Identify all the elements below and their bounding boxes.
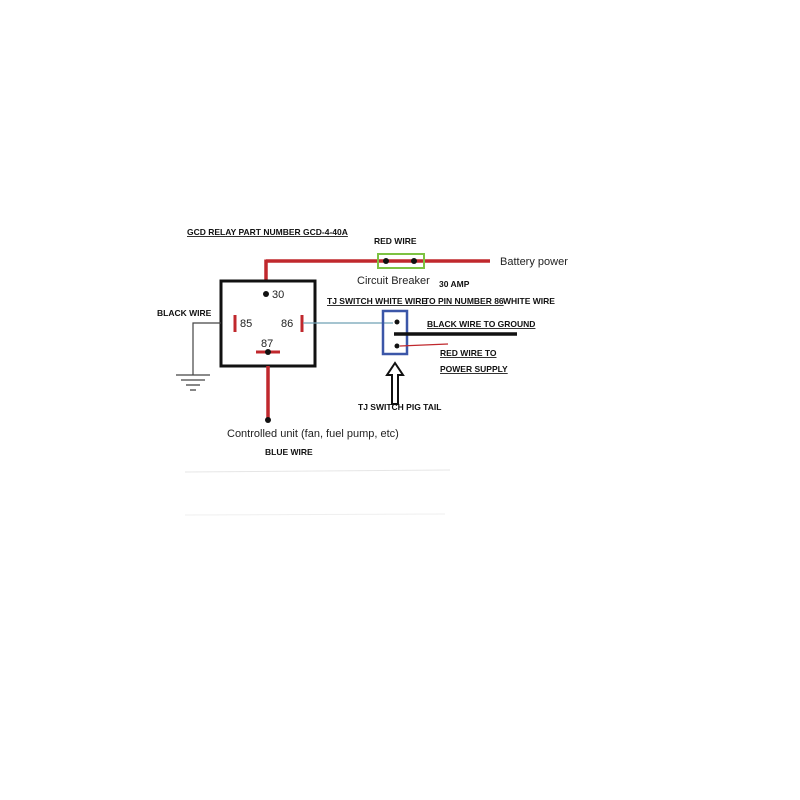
- black-to-ground-label: BLACK WIRE TO GROUND: [427, 319, 535, 329]
- arrow-up-icon: [385, 361, 405, 405]
- switch-terminal-bottom: [394, 343, 400, 349]
- black-wire-label: BLACK WIRE: [157, 308, 212, 318]
- switch-red-wire: [399, 343, 449, 347]
- battery-power-label: Battery power: [500, 256, 568, 268]
- controlled-unit-label: Controlled unit (fan, fuel pump, etc): [227, 428, 399, 440]
- red-to-power-label-1: RED WIRE TO: [440, 348, 497, 358]
- switch-terminal-top: [394, 319, 400, 325]
- pin-87-terminal: [265, 349, 271, 355]
- scan-artifact: [184, 469, 451, 473]
- red-to-power-label-2: POWER SUPPLY: [440, 364, 508, 374]
- tj-white-wire-label: TJ SWITCH WHITE WIRE: [327, 296, 427, 306]
- diagram-title: GCD RELAY PART NUMBER GCD-4-40A: [187, 227, 348, 237]
- breaker-terminal-right: [411, 258, 417, 264]
- scan-artifact: [184, 513, 446, 516]
- circuit-breaker-label: Circuit Breaker: [357, 275, 430, 287]
- pin-85-label: 85: [240, 318, 252, 330]
- pin-86-label: 86: [281, 318, 293, 330]
- blue-wire-label: BLUE WIRE: [265, 447, 313, 457]
- pig-tail-label: TJ SWITCH PIG TAIL: [358, 402, 441, 412]
- circuit-breaker-box: [377, 253, 425, 269]
- red-wire-label: RED WIRE: [374, 236, 417, 246]
- controlled-unit-terminal: [265, 417, 271, 423]
- white-wire-label: WHITE WIRE: [503, 296, 555, 306]
- to-pin-86-label: TO PIN NUMBER 86: [424, 296, 504, 306]
- pin-87-label: 87: [261, 338, 273, 350]
- breaker-terminal-left: [383, 258, 389, 264]
- ground-icon: [176, 374, 210, 391]
- amp-label: 30 AMP: [439, 279, 470, 289]
- pin-30-terminal: [263, 291, 269, 297]
- ground-wire: [192, 322, 221, 375]
- pin-30-label: 30: [272, 289, 284, 301]
